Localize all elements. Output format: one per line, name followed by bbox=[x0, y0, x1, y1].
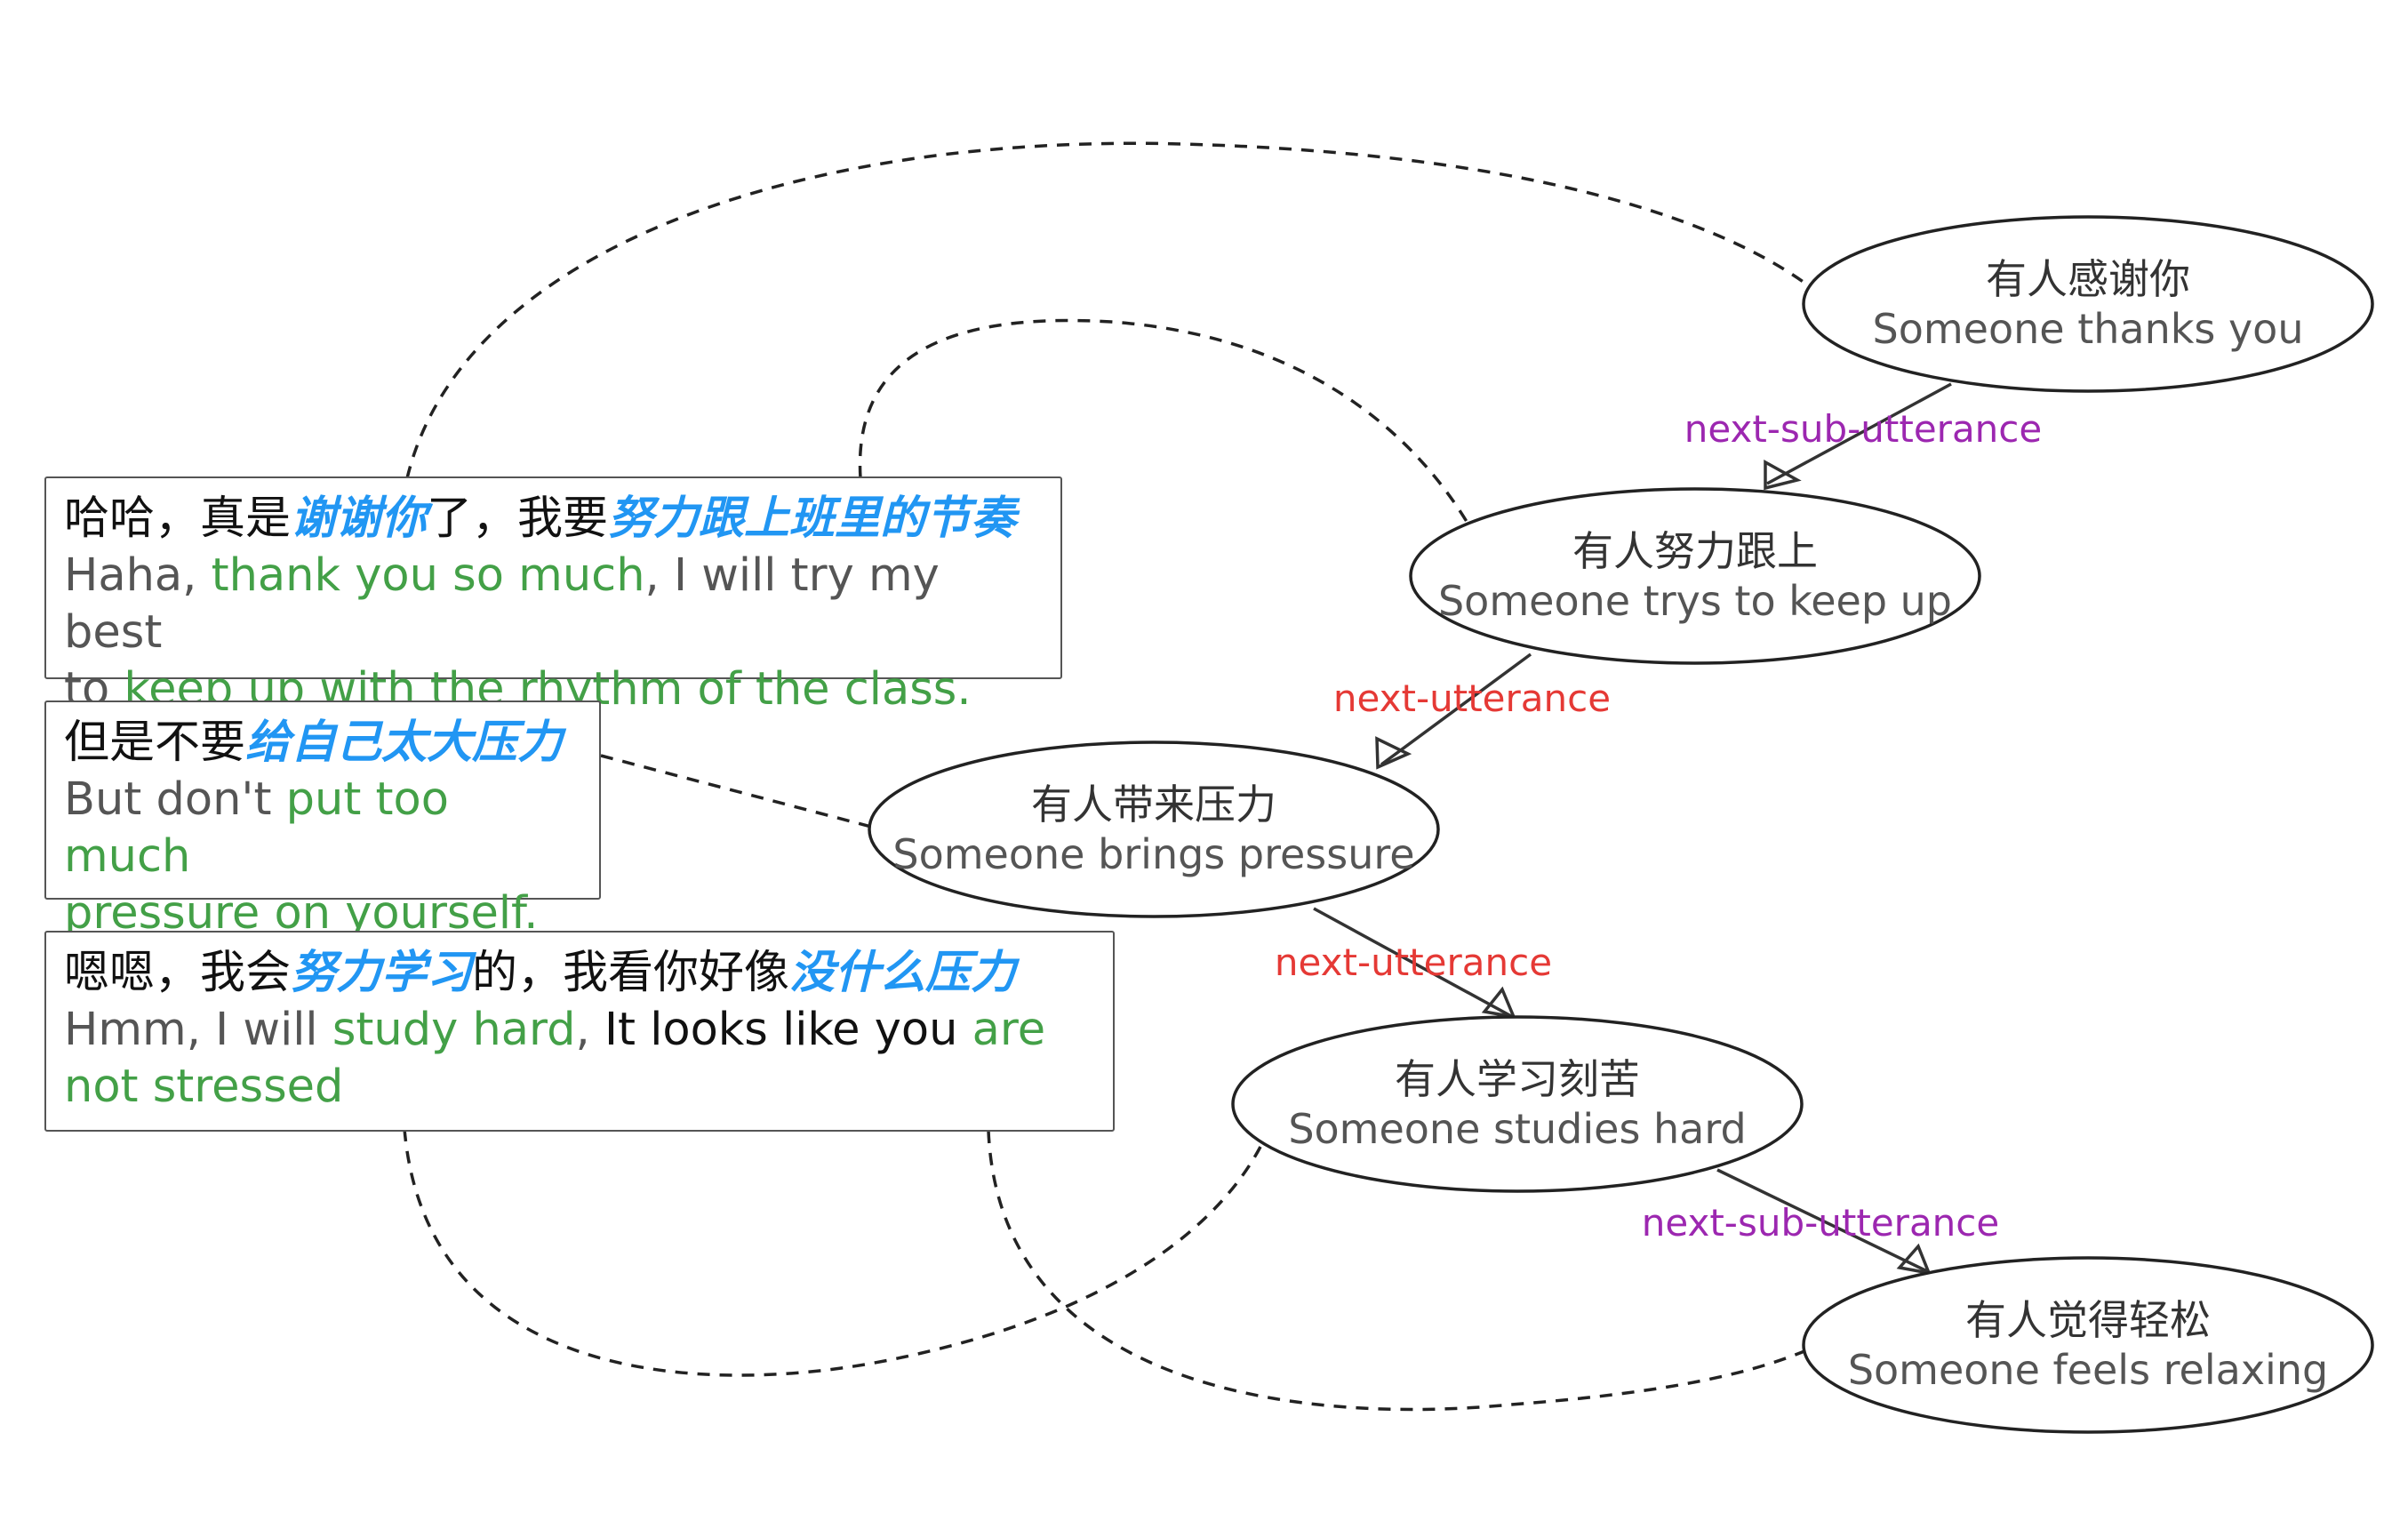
text-plain: Haha, bbox=[64, 549, 212, 602]
text-plain: , I will try my best bbox=[64, 549, 940, 659]
node-label-zh: 有人觉得轻松 bbox=[1965, 1296, 2211, 1344]
text-highlight-en: are bbox=[972, 1004, 1046, 1056]
node-label-zh: 有人努力跟上 bbox=[1572, 527, 1818, 575]
text-plain: But don't bbox=[64, 773, 286, 826]
utterance-en-text: Hmm, I will study hard, It looks like yo… bbox=[64, 1002, 1097, 1116]
arrowhead-keepup bbox=[1764, 460, 1802, 491]
edge-label-next-sub-utterance: next-sub-utterance bbox=[1642, 1201, 1999, 1245]
node-label-en: Someone thanks you bbox=[1873, 305, 2304, 353]
utterance-zh-text: 嗯嗯，我会努力学习的，我看你好像没什么压力 bbox=[64, 945, 1097, 1002]
text-plain: 但是不要 bbox=[64, 716, 246, 769]
node-someone-trys-to-keep-up[interactable]: 有人努力跟上 Someone trys to keep up bbox=[1409, 487, 1981, 665]
mapping-connectors: next-sub-utterance next-utterance next-u… bbox=[403, 141, 2042, 1412]
node-label-en: Someone trys to keep up bbox=[1438, 577, 1952, 625]
edge-studies-to-relaxing bbox=[1716, 1168, 1928, 1273]
utterance-box-2: 但是不要给自己太大压力 But don't put too much press… bbox=[44, 700, 601, 940]
arrowhead-pressure bbox=[1375, 736, 1412, 770]
text-highlight: 谢谢你 bbox=[291, 492, 428, 545]
node-label-en: Someone studies hard bbox=[1288, 1105, 1746, 1153]
text-plain: 了，我要 bbox=[427, 492, 609, 545]
node-label-zh: 有人感谢你 bbox=[1986, 255, 2190, 303]
text-highlight-en: not stressed bbox=[64, 1061, 344, 1113]
node-label-zh: 有人带来压力 bbox=[1031, 781, 1276, 829]
node-someone-feels-relaxing[interactable]: 有人觉得轻松 Someone feels relaxing bbox=[1802, 1256, 2374, 1434]
text-highlight: 给自己太大压力 bbox=[245, 716, 564, 769]
connector-pressure bbox=[600, 754, 872, 829]
text-plain: 嗯嗯，我会 bbox=[64, 947, 292, 999]
edge-label-next-sub-utterance: next-sub-utterance bbox=[1684, 407, 2042, 451]
utterance-en-text: But don't put too much pressure on yours… bbox=[64, 772, 583, 942]
edge-pressure-to-studies bbox=[1313, 907, 1512, 1018]
node-label-en: Someone brings pressure bbox=[892, 830, 1414, 878]
node-someone-thanks-you[interactable]: 有人感谢你 Someone thanks you bbox=[1802, 215, 2374, 393]
utterance-en-text: Haha, thank you so much, I will try my b… bbox=[64, 548, 1044, 718]
connector-relaxing bbox=[987, 1130, 1805, 1412]
text-plain: , bbox=[575, 1004, 604, 1056]
utterance-box-3: 嗯嗯，我会努力学习的，我看你好像没什么压力 Hmm, I will study … bbox=[44, 931, 1115, 1132]
node-someone-studies-hard[interactable]: 有人学习刻苦 Someone studies hard bbox=[1231, 1015, 1804, 1193]
text-highlight: 努力跟上班里的节奏 bbox=[608, 492, 1017, 545]
edge-label-next-utterance: next-utterance bbox=[1333, 676, 1611, 720]
connector-studies-hard bbox=[403, 1128, 1262, 1377]
text-highlight-en: put too much bbox=[64, 773, 449, 883]
text-plain: It looks like you bbox=[604, 1004, 958, 1056]
node-label-en: Someone feels relaxing bbox=[1848, 1346, 2328, 1394]
text-plain: 的，我看你好像 bbox=[472, 947, 790, 999]
edge-keepup-to-pressure bbox=[1380, 652, 1532, 766]
text-highlight-en: thank you so much bbox=[211, 549, 645, 602]
utterance-zh-text: 哈哈，真是谢谢你了，我要努力跟上班里的节奏 bbox=[64, 491, 1044, 548]
text-plain: 哈哈，真是 bbox=[64, 492, 292, 545]
node-label-zh: 有人学习刻苦 bbox=[1395, 1055, 1640, 1103]
text-highlight: 没什么压力 bbox=[789, 947, 1017, 999]
text-highlight-en: study hard bbox=[332, 1004, 576, 1056]
utterance-zh-text: 但是不要给自己太大压力 bbox=[64, 715, 583, 772]
arrowhead-relaxing bbox=[1896, 1243, 1932, 1276]
text-plain: Hmm, I will bbox=[64, 1004, 332, 1056]
connector-thanks-you bbox=[405, 141, 1806, 479]
connector-keep-up bbox=[858, 318, 1470, 525]
arrowhead-studies bbox=[1481, 986, 1516, 1020]
edge-thanks-to-keepup bbox=[1766, 382, 1952, 485]
utterance-box-1: 哈哈，真是谢谢你了，我要努力跟上班里的节奏 Haha, thank you so… bbox=[44, 476, 1062, 716]
text-plain bbox=[957, 1004, 972, 1056]
edge-label-next-utterance: next-utterance bbox=[1275, 941, 1552, 984]
node-someone-brings-pressure[interactable]: 有人带来压力 Someone brings pressure bbox=[868, 740, 1440, 918]
text-highlight: 努力学习 bbox=[291, 947, 473, 999]
